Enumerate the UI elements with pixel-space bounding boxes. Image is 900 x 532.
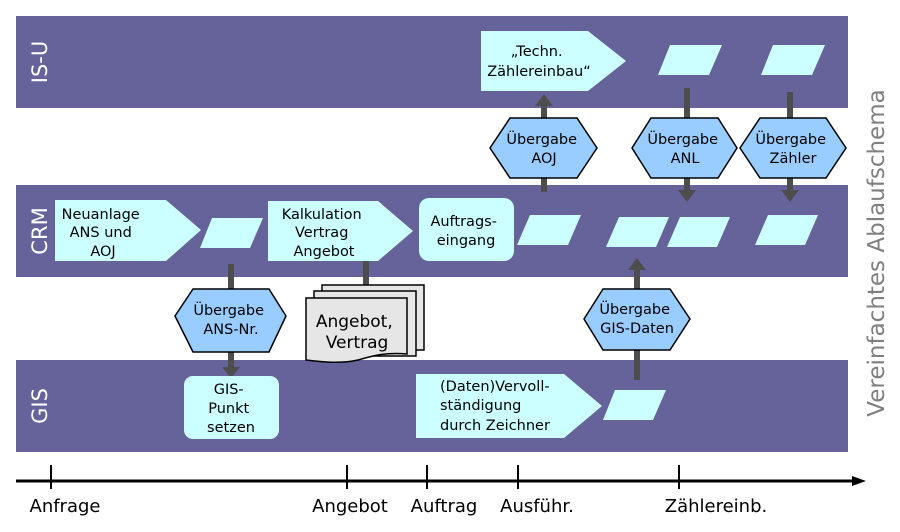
step-gis-punkt-line2: Punkt (208, 401, 249, 417)
document-sheet-front (305, 297, 408, 364)
timeline-label: Angebot (312, 496, 388, 517)
timeline-ticks: Anfrage Angebot Auftrag Ausführ. Zählereinb. (30, 465, 767, 517)
svg-text:Übergabe Zähler: Übergabe Zähler (755, 130, 830, 167)
svg-text:(Daten)Vervoll- ständigu: (Daten)Vervoll- ständigung durch Zeichne… (440, 379, 554, 434)
svg-text:GIS- Punkt setzen: GIS- Punkt setzen (207, 382, 255, 436)
step-kalkulation-line1: Kalkulation (282, 207, 362, 223)
step-gis-punkt-line3: setzen (207, 420, 255, 436)
document-line2: Vertrag (326, 333, 389, 353)
handover-anl-line2: ANL (671, 151, 700, 167)
svg-text:Neuanlage ANS und: Neuanlage ANS und AOJ (62, 207, 145, 260)
handover-aoj-line2: AOJ (531, 151, 556, 167)
step-techn-zaehlereinbau-line1: „Techn. (511, 44, 563, 60)
step-neuanlage-shape (55, 200, 201, 261)
timeline-label: Anfrage (30, 496, 101, 517)
handover-anl[interactable]: Übergabe ANL (631, 117, 738, 179)
svg-text:Angebot, Vertrag: Angebot, Vertrag (316, 312, 398, 353)
handover-gis-daten[interactable]: Übergabe GIS-Daten (583, 288, 691, 351)
timeline-arrowhead (852, 476, 866, 486)
timeline-label: Auftrag (411, 496, 478, 517)
data-object-crm-5[interactable] (755, 215, 818, 245)
handover-zaehler-line1: Übergabe (755, 130, 826, 148)
step-kalkulation-line3: Angebot (294, 244, 355, 260)
timeline-label: Ausführ. (500, 496, 574, 517)
document-line1: Angebot, (316, 312, 393, 332)
step-vervollstaendigung-line3: durch Zeichner (440, 418, 550, 434)
step-neuanlage[interactable]: Neuanlage ANS und AOJ (55, 200, 201, 261)
arrowhead-ans-nr (222, 367, 240, 378)
svg-text:Übergabe GIS-Daten: Übergabe GIS-Daten (599, 300, 674, 337)
document-angebot-vertrag[interactable]: Angebot, Vertrag (305, 284, 425, 364)
data-object-crm-1[interactable] (200, 218, 263, 248)
handover-aoj-line1: Übergabe (506, 130, 577, 148)
data-object-isu-2[interactable] (761, 45, 825, 75)
diagram-title: Vereinfachtes Ablaufschema (864, 89, 890, 416)
arrowhead-zaehler (781, 190, 799, 202)
svg-text:Auftrags- eingang: Auftrags- eingang (430, 214, 501, 249)
arrowhead-gis-daten (628, 258, 646, 270)
step-gis-punkt-line1: GIS- (214, 382, 244, 398)
handover-ans-nr-shape (174, 288, 287, 353)
step-kalkulation-shape (268, 201, 413, 261)
handover-ans-nr-line1: Übergabe (193, 301, 264, 319)
lane-isu-label: IS-U (28, 41, 52, 83)
step-techn-zaehlereinbau-shape (481, 31, 626, 91)
handover-zaehler-shape (739, 117, 847, 179)
lane-isu-band (16, 16, 848, 108)
handover-gis-daten-line2: GIS-Daten (600, 321, 674, 337)
handover-aoj[interactable]: Übergabe AOJ (489, 117, 598, 179)
lane-gis-label: GIS (28, 388, 52, 424)
step-kalkulation[interactable]: Kalkulation Vertrag Angebot (268, 201, 413, 261)
data-object-isu-1[interactable] (658, 45, 722, 75)
data-object-crm-3[interactable] (606, 217, 669, 247)
data-object-crm-2[interactable] (517, 215, 581, 245)
handover-zaehler-line2: Zähler (770, 151, 817, 167)
data-object-crm-4[interactable] (667, 217, 730, 247)
svg-text:Übergabe AOJ: Übergabe AOJ (506, 130, 581, 167)
handover-gis-daten-line1: Übergabe (599, 300, 670, 318)
handover-ans-nr-line2: ANS-Nr. (203, 322, 258, 338)
step-vervollstaendigung[interactable]: (Daten)Vervoll- ständigung durch Zeichne… (416, 374, 602, 438)
svg-text:Übergabe ANL: Übergabe ANL (647, 130, 722, 167)
handover-anl-shape (631, 117, 738, 179)
handover-anl-line1: Übergabe (647, 130, 718, 148)
step-neuanlage-line3: AOJ (90, 244, 115, 260)
step-vervollstaendigung-shape (416, 374, 602, 438)
data-object-gis-1[interactable] (603, 390, 666, 420)
handover-aoj-shape (489, 117, 598, 179)
arrowhead-aoj (535, 94, 553, 106)
step-auftragseingang-shape (419, 198, 514, 261)
svg-text:„Techn. Zählereinbau“: „Techn. Zählereinbau“ (487, 44, 591, 80)
step-gis-punkt[interactable]: GIS- Punkt setzen (184, 376, 279, 439)
step-techn-zaehlereinbau-line2: Zählereinbau“ (487, 64, 591, 80)
svg-text:Übergabe ANS-Nr.: Übergabe ANS-Nr. (193, 301, 268, 338)
step-auftragseingang-line1: Auftrags- (430, 214, 496, 230)
svg-text:Kalkulation Vertrag: Kalkulation Vertrag Angebot (282, 207, 367, 260)
step-auftragseingang-line2: eingang (437, 233, 496, 249)
step-neuanlage-line1: Neuanlage (62, 207, 140, 223)
step-neuanlage-line2: ANS und (70, 225, 132, 241)
timeline: Anfrage Angebot Auftrag Ausführ. Zählereinb. (16, 465, 866, 517)
step-auftragseingang[interactable]: Auftrags- eingang (419, 198, 514, 261)
step-vervollstaendigung-line1: (Daten)Vervoll- (440, 379, 550, 395)
lane-isu: IS-U (16, 16, 848, 108)
arrowhead-anl (678, 190, 696, 202)
step-kalkulation-line2: Vertrag (295, 225, 348, 241)
lane-crm-label: CRM (28, 207, 52, 254)
timeline-label: Zählereinb. (665, 496, 767, 517)
step-gis-punkt-shape (184, 376, 279, 439)
step-techn-zaehlereinbau[interactable]: „Techn. Zählereinbau“ (481, 31, 626, 91)
handover-gis-daten-shape (583, 288, 691, 351)
handover-zaehler[interactable]: Übergabe Zähler (739, 117, 847, 179)
step-vervollstaendigung-line2: ständigung (440, 398, 521, 414)
handover-ans-nr[interactable]: Übergabe ANS-Nr. (174, 288, 287, 353)
